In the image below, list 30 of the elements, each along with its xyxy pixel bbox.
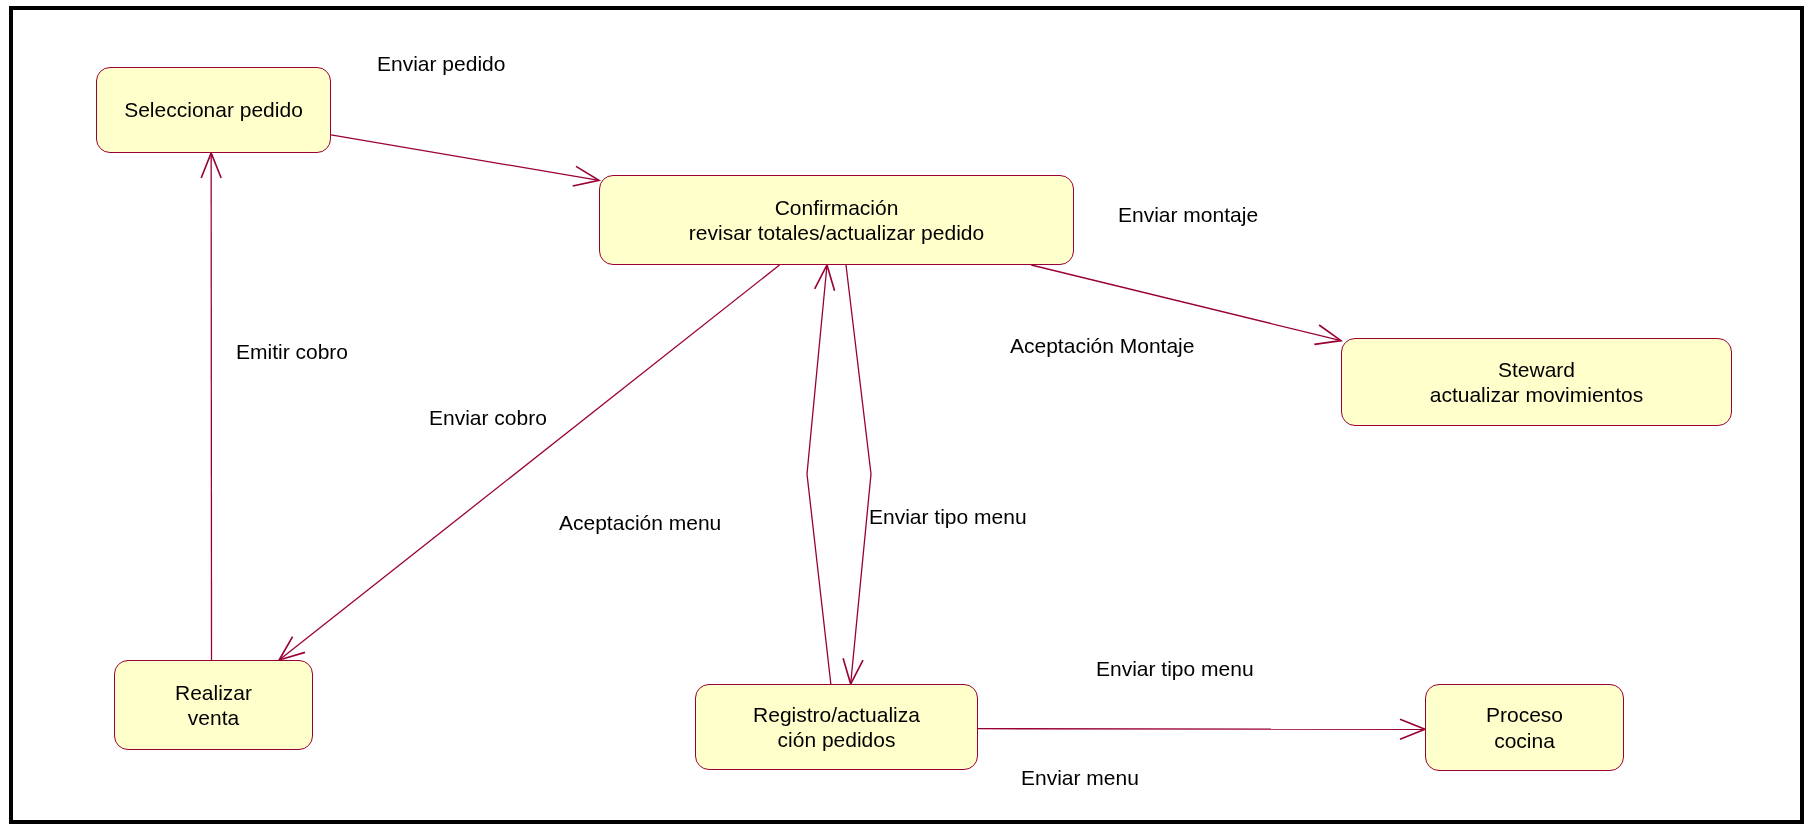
edge-label: Enviar montaje xyxy=(1118,203,1259,227)
transition-arrow xyxy=(1030,264,1342,346)
state-name: Confirmación xyxy=(774,194,899,220)
state-text: Proceso cocina xyxy=(1484,702,1564,753)
state-box xyxy=(96,67,331,153)
state-text: Seleccionar pedido xyxy=(124,97,303,123)
state-box xyxy=(695,684,978,770)
transition-arrow xyxy=(330,134,600,187)
state-name: Steward xyxy=(1497,356,1575,382)
message-label: Aceptación Montaje xyxy=(1010,334,1195,358)
state-text: Realizar venta xyxy=(174,679,253,731)
edge-label: Aceptación menu xyxy=(559,511,722,535)
state-box xyxy=(1341,338,1732,426)
edge-label: Enviar tipo menu xyxy=(1096,657,1254,681)
state-box xyxy=(599,175,1074,265)
transition-arrow xyxy=(278,264,781,661)
state-text: Registro/actualiza ción pedidos xyxy=(752,701,921,753)
transition-arrow xyxy=(977,718,1426,740)
edge-label: Enviar pedido xyxy=(377,52,506,76)
state-text: revisar totales/actualizar pedido xyxy=(688,220,985,246)
state-text: actualizar movimientos xyxy=(1429,382,1644,408)
edge-label: Emitir cobro xyxy=(236,340,349,364)
edge-label: Enviar tipo menu xyxy=(869,505,1027,529)
message-label: Enviar menu xyxy=(1021,766,1139,790)
state-box xyxy=(114,660,313,750)
transition-arrow xyxy=(842,264,872,685)
state-box xyxy=(1425,684,1624,771)
transition-arrow xyxy=(200,152,222,661)
transition-arrow xyxy=(806,264,836,685)
edge-label: Enviar cobro xyxy=(429,406,547,430)
